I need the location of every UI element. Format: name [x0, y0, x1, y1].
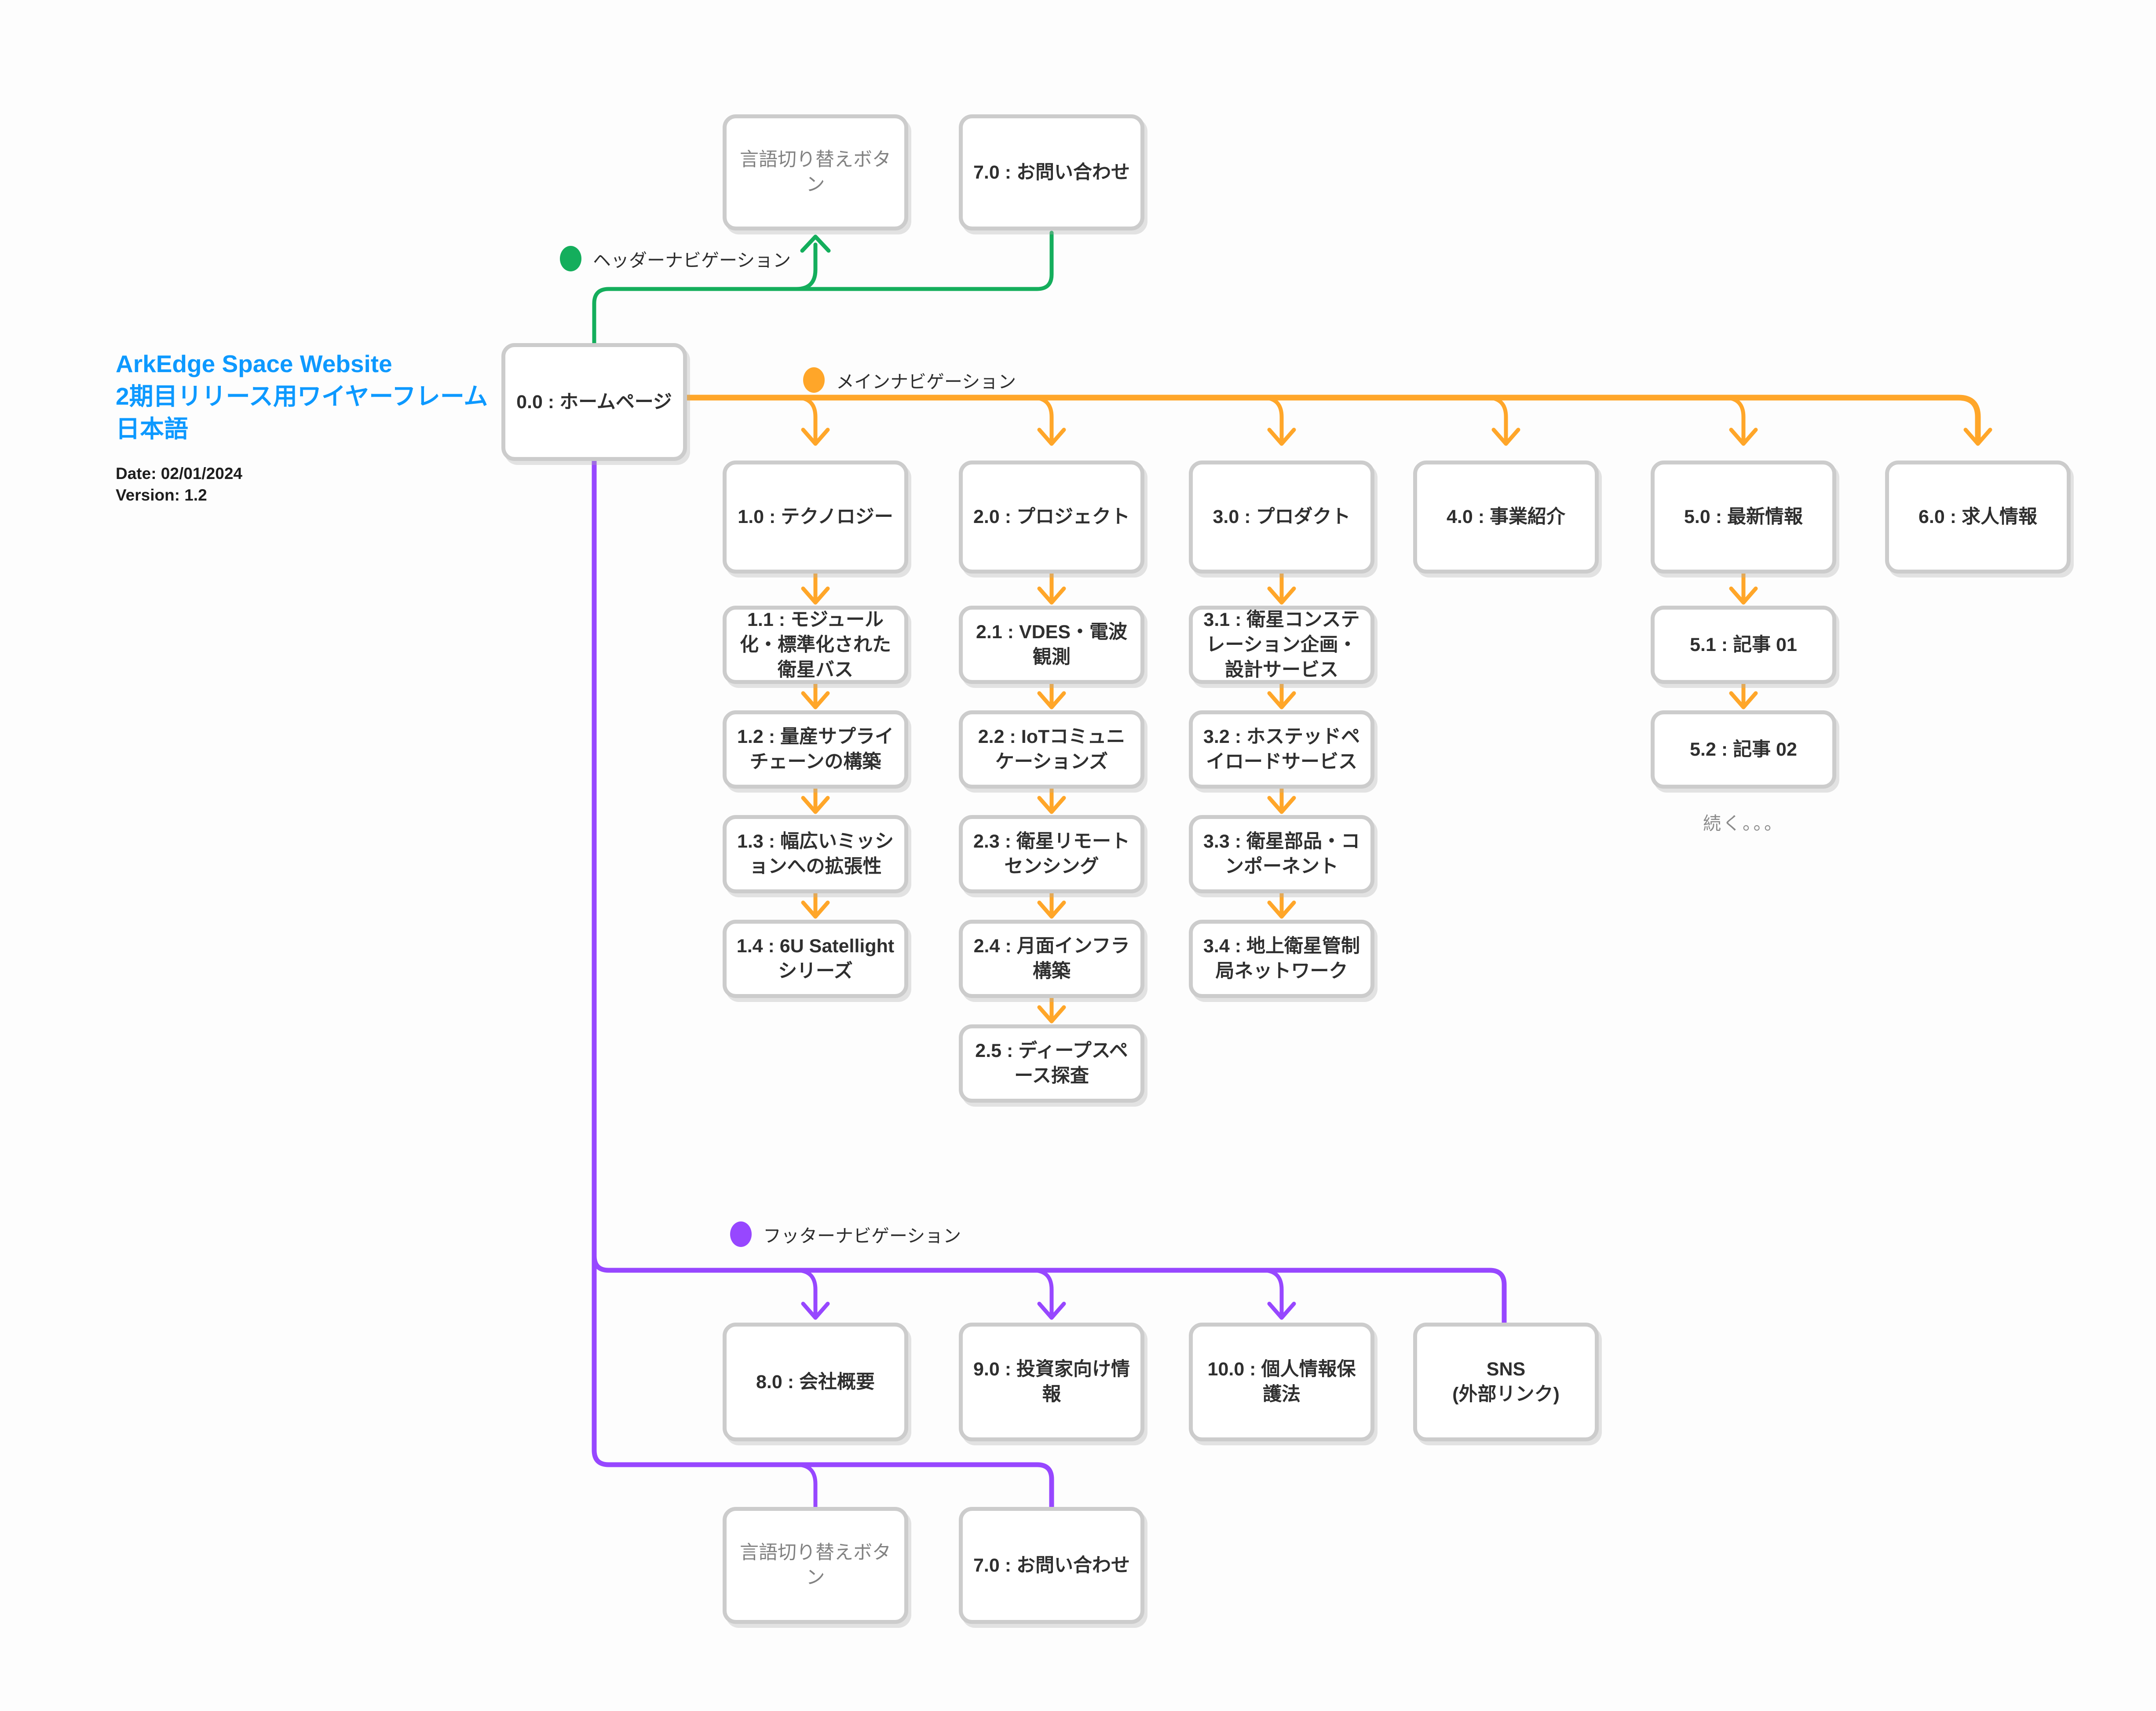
node-2-3-remote-sensing[interactable]: 2.3 : 衛星リモートセンシング [959, 815, 1144, 893]
node-header-language-toggle[interactable]: 言語切り替えボタン [723, 114, 908, 230]
node-label: 1.4 : 6U Satellight シリーズ [736, 936, 895, 982]
node-home-0-0[interactable]: 0.0 : ホームページ [501, 343, 687, 461]
node-label: 7.0 : お問い合わせ [973, 1554, 1130, 1576]
footer-nav-dot-icon [730, 1221, 752, 1247]
project-version: Version: 1.2 [116, 486, 207, 504]
node-label: 2.2 : IoTコミュニケーションズ [978, 726, 1126, 772]
node-2-5-deep-space[interactable]: 2.5 : ディープスペース探査 [959, 1024, 1144, 1103]
node-label: 1.1 : モジュール化・標準化された衛星バス [740, 609, 891, 680]
node-label: 3.3 : 衛星部品・コンポーネント [1203, 831, 1360, 877]
node-3-1-constellation-design[interactable]: 3.1 : 衛星コンステレーション企画・設計サービス [1189, 606, 1374, 684]
legend-footer-nav-label: フッターナビゲーション [763, 1226, 961, 1246]
node-label: 言語切り替えボタン [740, 1542, 891, 1588]
node-3-4-ground-station-network[interactable]: 3.4 : 地上衛星管制局ネットワーク [1189, 920, 1374, 998]
node-technology-1-0[interactable]: 1.0 : テクノロジー [723, 461, 908, 574]
node-label: SNS (外部リンク) [1452, 1359, 1560, 1405]
node-2-2-iot-communications[interactable]: 2.2 : IoTコミュニケーションズ [959, 710, 1144, 789]
node-careers-6-0[interactable]: 6.0 : 求人情報 [1885, 461, 2071, 574]
node-label: 2.4 : 月面インフラ構築 [973, 936, 1130, 982]
node-1-2-supply-chain[interactable]: 1.2 : 量産サプライチェーンの構築 [723, 710, 908, 789]
node-privacy-10-0[interactable]: 10.0 : 個人情報保護法 [1189, 1323, 1374, 1441]
node-footer-contact-7-0[interactable]: 7.0 : お問い合わせ [959, 1507, 1144, 1624]
node-label: 2.5 : ディープスペース探査 [975, 1040, 1128, 1086]
node-label: 2.1 : VDES・電波観測 [976, 622, 1128, 668]
node-label: 1.0 : テクノロジー [738, 506, 893, 527]
node-label: 5.0 : 最新情報 [1684, 506, 1803, 527]
node-label: 9.0 : 投資家向け情報 [973, 1359, 1130, 1405]
node-1-4-6u-satellite-series[interactable]: 1.4 : 6U Satellight シリーズ [723, 920, 908, 998]
node-business-4-0[interactable]: 4.0 : 事業紹介 [1413, 461, 1599, 574]
node-1-1-satellite-bus[interactable]: 1.1 : モジュール化・標準化された衛星バス [723, 606, 908, 684]
project-title-line2: 2期目リリース用ワイヤーフレーム [116, 383, 488, 410]
node-label: 8.0 : 会社概要 [756, 1371, 875, 1393]
legend-footer-nav: フッターナビゲーション [730, 1221, 961, 1247]
node-label: 1.3 : 幅広いミッションへの拡張性 [737, 831, 894, 877]
node-label: 言語切り替えボタン [740, 149, 891, 195]
node-label: 3.0 : プロダクト [1213, 506, 1351, 527]
project-title: ArkEdge Space Website 2期目リリース用ワイヤーフレーム 日… [116, 347, 488, 445]
node-label: 4.0 : 事業紹介 [1447, 506, 1565, 527]
node-sns-external-link[interactable]: SNS (外部リンク) [1413, 1323, 1599, 1441]
node-label: 10.0 : 個人情報保護法 [1207, 1359, 1356, 1405]
main-nav-dot-icon [803, 367, 825, 393]
legend-header-nav-label: ヘッダーナビゲーション [593, 250, 791, 271]
node-label: 5.1 : 記事 01 [1690, 634, 1797, 655]
node-2-1-vdes[interactable]: 2.1 : VDES・電波観測 [959, 606, 1144, 684]
node-label: 2.3 : 衛星リモートセンシング [973, 831, 1130, 877]
node-product-3-0[interactable]: 3.0 : プロダクト [1189, 461, 1374, 574]
node-news-5-0[interactable]: 5.0 : 最新情報 [1651, 461, 1836, 574]
project-meta: Date: 02/01/2024 Version: 1.2 [116, 463, 242, 506]
project-title-line1: ArkEdge Space Website [116, 350, 392, 377]
node-3-2-hosted-payload[interactable]: 3.2 : ホステッドペイロードサービス [1189, 710, 1374, 789]
node-footer-language-toggle[interactable]: 言語切り替えボタン [723, 1507, 908, 1624]
header-nav-dot-icon [560, 246, 581, 271]
node-2-4-lunar-infrastructure[interactable]: 2.4 : 月面インフラ構築 [959, 920, 1144, 998]
node-label: 3.1 : 衛星コンステレーション企画・設計サービス [1203, 609, 1360, 680]
legend-header-nav: ヘッダーナビゲーション [560, 245, 791, 272]
node-header-contact-7-0[interactable]: 7.0 : お問い合わせ [959, 114, 1144, 230]
node-label: 5.2 : 記事 02 [1690, 739, 1797, 760]
main-nav-connector [684, 395, 1992, 1024]
node-1-3-mission-scalability[interactable]: 1.3 : 幅広いミッションへの拡張性 [723, 815, 908, 893]
node-investors-9-0[interactable]: 9.0 : 投資家向け情報 [959, 1323, 1144, 1441]
project-date: Date: 02/01/2024 [116, 464, 242, 483]
node-company-8-0[interactable]: 8.0 : 会社概要 [723, 1323, 908, 1441]
node-label: 3.4 : 地上衛星管制局ネットワーク [1203, 936, 1360, 982]
node-label: 6.0 : 求人情報 [1918, 506, 2037, 527]
project-title-line3: 日本語 [116, 415, 189, 442]
node-label: 7.0 : お問い合わせ [973, 161, 1130, 183]
node-5-2-article-02[interactable]: 5.2 : 記事 02 [1651, 710, 1836, 789]
node-project-2-0[interactable]: 2.0 : プロジェクト [959, 461, 1144, 574]
legend-main-nav: メインナビゲーション [803, 367, 1016, 393]
articles-continue-text: 続く。。。 [1703, 813, 1784, 834]
node-5-1-article-01[interactable]: 5.1 : 記事 01 [1651, 606, 1836, 684]
node-label: 1.2 : 量産サプライチェーンの構築 [737, 726, 894, 772]
node-label: 3.2 : ホステッドペイロードサービス [1203, 726, 1360, 772]
header-nav-connector [592, 230, 1054, 345]
node-label: 2.0 : プロジェクト [973, 506, 1130, 527]
node-label: 0.0 : ホームページ [516, 391, 672, 413]
legend-main-nav-label: メインナビゲーション [836, 372, 1016, 392]
footer-nav-connector [592, 458, 1507, 1510]
node-3-3-satellite-components[interactable]: 3.3 : 衛星部品・コンポーネント [1189, 815, 1374, 893]
